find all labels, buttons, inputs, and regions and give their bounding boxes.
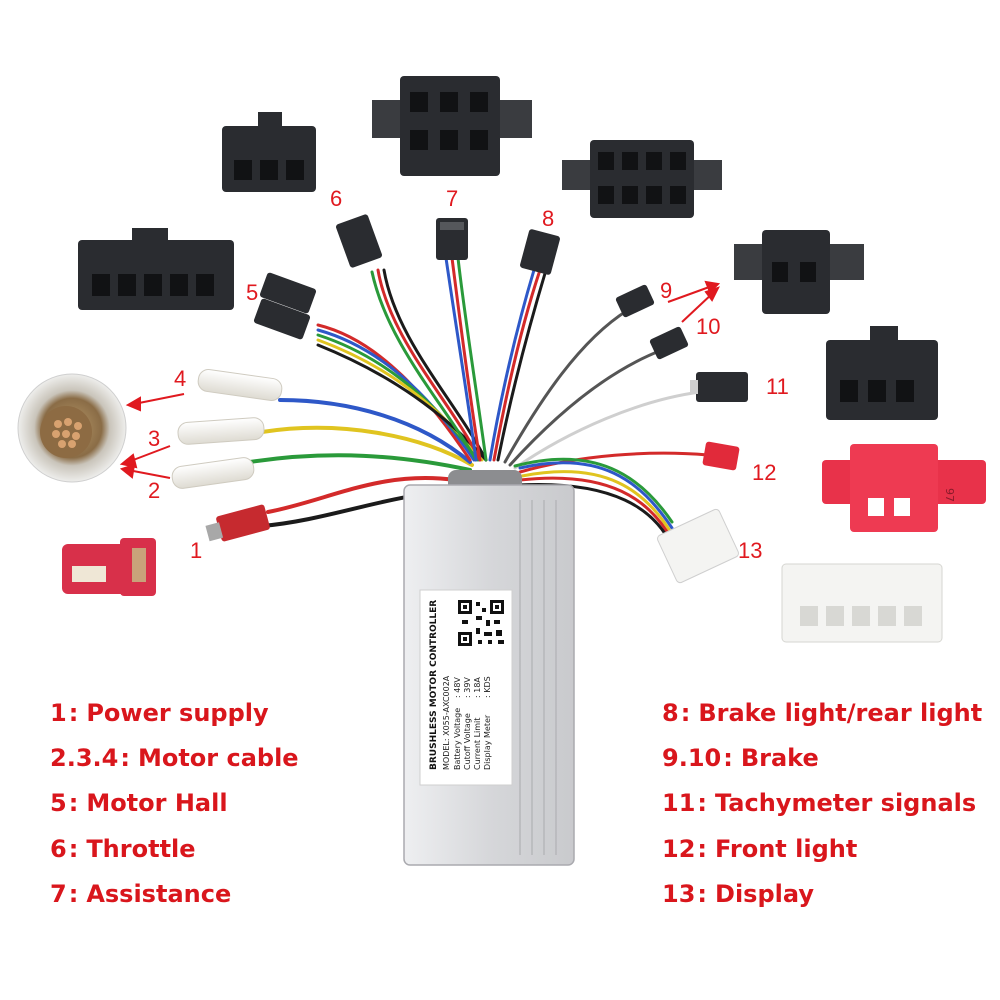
plug-brake-9 (615, 284, 655, 318)
arrows (119, 280, 721, 479)
closeup-throttle-connector (222, 112, 316, 192)
closeup-display-connector (781, 563, 943, 643)
controller-body: BRUSHLESS MOTOR CONTROLLER MODEL: X055-A… (403, 470, 575, 866)
callout-12: 12 (752, 460, 776, 485)
legend-id: 2.3.4 (50, 744, 119, 772)
controller-spec-val-2: : 18A (473, 677, 482, 698)
closeup-brake-light-connector (562, 140, 722, 218)
controller-spec-key-2: Current Limit (473, 718, 482, 770)
controller-spec-val-0: : 48V (453, 677, 462, 698)
plug-throttle (336, 214, 382, 268)
legend-left-2: 5:Motor Hall (50, 789, 228, 817)
legend-label: Brake light/rear light (698, 699, 983, 727)
plug-assistance (436, 218, 468, 260)
plug-hall (253, 272, 317, 340)
plug-brake-10 (649, 326, 689, 360)
legend-right-3: 12:Front light (662, 835, 857, 863)
legend-id: 13 (662, 880, 696, 908)
legend-label: Assistance (86, 880, 232, 908)
closeup-assistance-connector (372, 76, 532, 176)
callout-6: 6 (330, 186, 342, 211)
closeup-motor-connector (17, 373, 127, 483)
callout-8: 8 (542, 206, 554, 231)
legend-right-2: 11:Tachymeter signals (662, 789, 976, 817)
callout-11: 11 (766, 374, 789, 399)
legend-sep: : (68, 880, 79, 908)
callout-numbers: 1 2 3 4 5 6 7 8 9 10 11 12 13 (148, 186, 789, 563)
legend-sep: : (723, 744, 733, 772)
legend-label: Front light (715, 835, 858, 863)
controller-label-text: BRUSHLESS MOTOR CONTROLLER MODEL: X055-A… (429, 600, 492, 770)
controller-spec-key-1: Cutoff Voltage (463, 713, 472, 770)
legend-sep: : (697, 880, 708, 908)
qr-code-icon (456, 598, 506, 648)
legend-left-4: 7:Assistance (50, 880, 231, 908)
controller-model: MODEL: X055-AXC002A (442, 675, 451, 770)
callout-3: 3 (148, 426, 160, 451)
legend-id: 7 (50, 880, 67, 908)
legend-id: 11 (662, 789, 696, 817)
closeup-front-light-connector: 97 (822, 444, 986, 532)
callout-2: 2 (148, 478, 160, 503)
legend-sep: : (68, 699, 79, 727)
closeup-power-connector (62, 538, 156, 596)
callout-10: 10 (696, 314, 720, 339)
legend-label: Power supply (86, 699, 269, 727)
legend-id: 5 (50, 789, 67, 817)
legend-id: 12 (662, 835, 696, 863)
closeup-hall-connector (78, 228, 234, 310)
legend-label: Brake (740, 744, 819, 772)
legend-sep: : (120, 744, 130, 772)
closeup-brake-connector (734, 230, 864, 314)
legend-label: Motor cable (137, 744, 299, 772)
controller-title: BRUSHLESS MOTOR CONTROLLER (429, 600, 439, 770)
front-light-tag: 97 (943, 488, 956, 502)
legend-label: Motor Hall (86, 789, 228, 817)
legend-sep: : (697, 835, 708, 863)
closeup-tachymeter-connector (826, 326, 938, 420)
legend-sep: : (68, 835, 79, 863)
legend-id: 8 (662, 699, 679, 727)
legend-left-3: 6:Throttle (50, 835, 196, 863)
plug-motor-bullets (171, 369, 283, 489)
callout-1: 1 (190, 538, 202, 563)
controller-spec-key-3: Display Meter (483, 714, 492, 770)
callout-9: 9 (660, 278, 672, 303)
plug-power (205, 504, 270, 542)
legend-label: Display (715, 880, 814, 908)
callout-13: 13 (738, 538, 762, 563)
legend-left-1: 2.3.4:Motor cable (50, 744, 299, 772)
legend-id: 9.10 (662, 744, 722, 772)
callout-4: 4 (174, 366, 186, 391)
callout-7: 7 (446, 186, 458, 211)
legend-label: Throttle (86, 835, 196, 863)
legend-id: 1 (50, 699, 67, 727)
controller-fins (519, 500, 557, 855)
plug-brake-light (520, 229, 560, 275)
legend-sep: : (68, 789, 79, 817)
legend-id: 6 (50, 835, 67, 863)
legend-sep: : (697, 789, 708, 817)
plug-front-light (702, 441, 740, 471)
legend-sep: : (680, 699, 691, 727)
callout-5: 5 (246, 280, 258, 305)
plug-tachymeter (690, 372, 748, 402)
wire-bundle (248, 256, 710, 548)
legend-right-4: 13:Display (662, 880, 814, 908)
legend-left-0: 1:Power supply (50, 699, 269, 727)
controller-spec-val-1: : 39V (463, 677, 472, 698)
controller-spec-key-0: Battery Voltage (453, 708, 462, 770)
legend-right-1: 9.10:Brake (662, 744, 819, 772)
plug-display (657, 508, 739, 584)
legend-right-0: 8:Brake light/rear light (662, 699, 982, 727)
controller-spec-val-3: : KDS (483, 676, 492, 698)
legend-label: Tachymeter signals (715, 789, 977, 817)
